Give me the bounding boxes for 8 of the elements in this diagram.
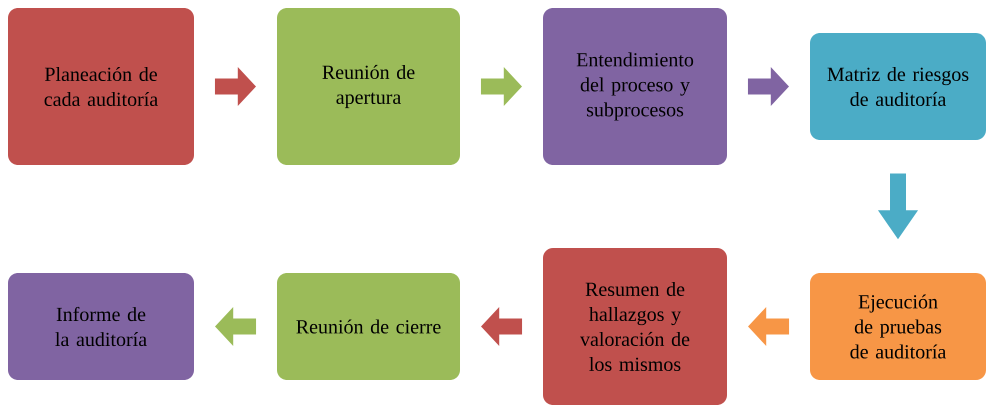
process-box: Resumen de hallazgos y valoración de los mismos bbox=[543, 248, 727, 405]
process-box: Reunión de apertura bbox=[277, 8, 460, 165]
process-box: Planeación de cada auditoría bbox=[8, 8, 194, 165]
process-box: Reunión de cierre bbox=[277, 273, 460, 380]
process-box: Ejecución de pruebas de auditoría bbox=[810, 273, 986, 380]
process-box: Entendimiento del proceso y subprocesos bbox=[543, 8, 727, 165]
process-box: Matriz de riesgos de auditoría bbox=[810, 33, 986, 140]
process-box: Informe de la auditoría bbox=[8, 273, 194, 380]
